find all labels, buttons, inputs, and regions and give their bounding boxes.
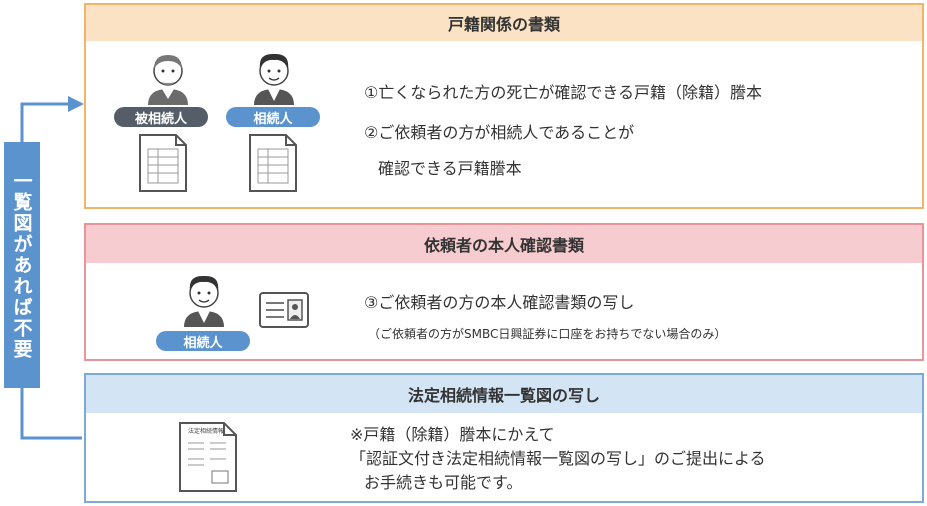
tag-heir: 相続人 (226, 107, 320, 127)
requirement-2: ②ご依頼者の方が相続人であることが (364, 123, 635, 142)
deceased-person-icon (148, 55, 188, 105)
document-icon (139, 134, 187, 192)
requirement-1: ①亡くなられた方の死亡が確認できる戸籍（除籍）謄本 (364, 83, 763, 102)
note-line-2: 「認証文付き法定相続情報一覧図の写し」のご提出による (350, 449, 766, 468)
requirement-3-note: （ご依頼者の方がSMBC日興証券に口座をお持ちでない場合のみ） (368, 327, 727, 341)
section-family-register: 戸籍関係の書類 被相続人 相続人 ①亡くなられた方の死亡が確認できる戸籍（除籍）… (84, 3, 924, 209)
document-icon (249, 134, 297, 192)
section-title: 戸籍関係の書類 (86, 5, 922, 41)
tag-heir: 相続人 (156, 331, 250, 351)
tag-deceased: 被相続人 (114, 107, 208, 127)
doc-label: 法定相続情報 (188, 427, 224, 435)
heir-person-icon (254, 53, 294, 105)
requirement-2-cont: 確認できる戸籍謄本 (378, 159, 522, 178)
requirement-3: ③ご依頼者の方の本人確認書類の写し (364, 293, 635, 312)
heir-info-document-icon: 法定相続情報 (179, 422, 237, 492)
section-title: 依頼者の本人確認書類 (86, 225, 922, 263)
id-card-icon (259, 292, 309, 328)
note-line-3: お手続きも可能です。 (364, 473, 523, 492)
note-line-1: ※戸籍（除籍）謄本にかえて (350, 425, 555, 444)
heir-person-icon (184, 275, 224, 327)
section-identity-documents: 依頼者の本人確認書類 相続人 ③ご依頼者の方の本人確認書類の写し （ご依頼者の方… (84, 223, 924, 361)
section-statutory-heir-info: 法定相続情報一覧図の写し 法定相続情報 ※戸籍（除籍）謄本にかえて 「認証文付き… (84, 373, 924, 503)
side-label-bar: 一覧図があれば不要 (4, 142, 40, 388)
section-title: 法定相続情報一覧図の写し (86, 375, 922, 413)
side-label-text: 一覧図があれば不要 (10, 170, 33, 360)
